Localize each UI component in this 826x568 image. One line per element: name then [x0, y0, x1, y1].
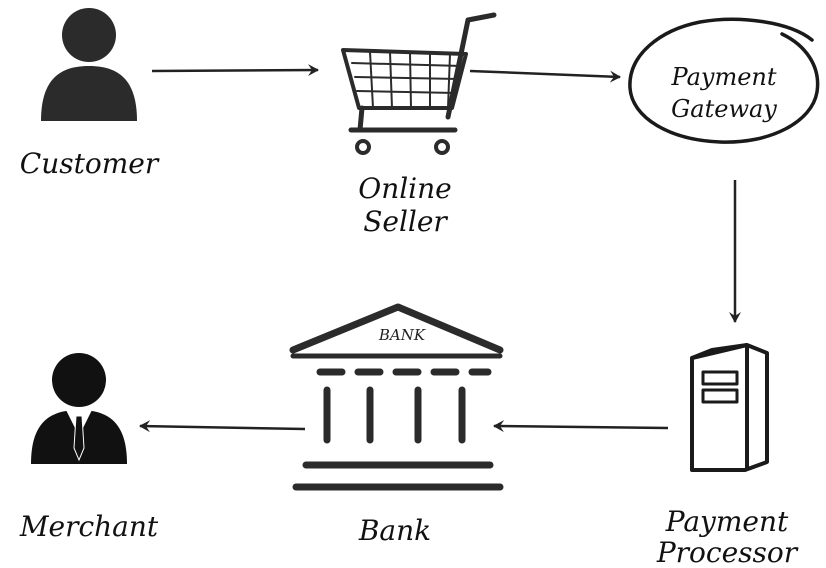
shopping-cart-icon	[341, 12, 497, 155]
gateway-label-line2: Gateway	[671, 95, 777, 123]
gateway-label-line1: Payment	[671, 63, 777, 91]
bank-label: Bank	[358, 514, 431, 547]
arrow-bank-to-merchant	[139, 420, 306, 433]
customer-label: Customer	[20, 147, 160, 180]
processor-label-line1: Payment	[665, 505, 789, 538]
arrow-customer-to-seller	[151, 64, 319, 77]
seller-label-line1: Online	[358, 172, 452, 205]
merchant-label: Merchant	[19, 510, 159, 543]
seller-label-line2: Seller	[363, 205, 448, 238]
merchant-icon	[31, 353, 127, 464]
bank-building-icon	[289, 303, 504, 491]
server-icon	[690, 343, 769, 472]
arrow-processor-to-bank	[493, 420, 669, 433]
customer-icon	[41, 8, 137, 121]
arrow-seller-to-gateway	[469, 69, 621, 83]
bank-sign: BANK	[378, 326, 426, 344]
gateway-circle-icon	[628, 17, 820, 144]
processor-label-line2: Processor	[656, 536, 799, 568]
